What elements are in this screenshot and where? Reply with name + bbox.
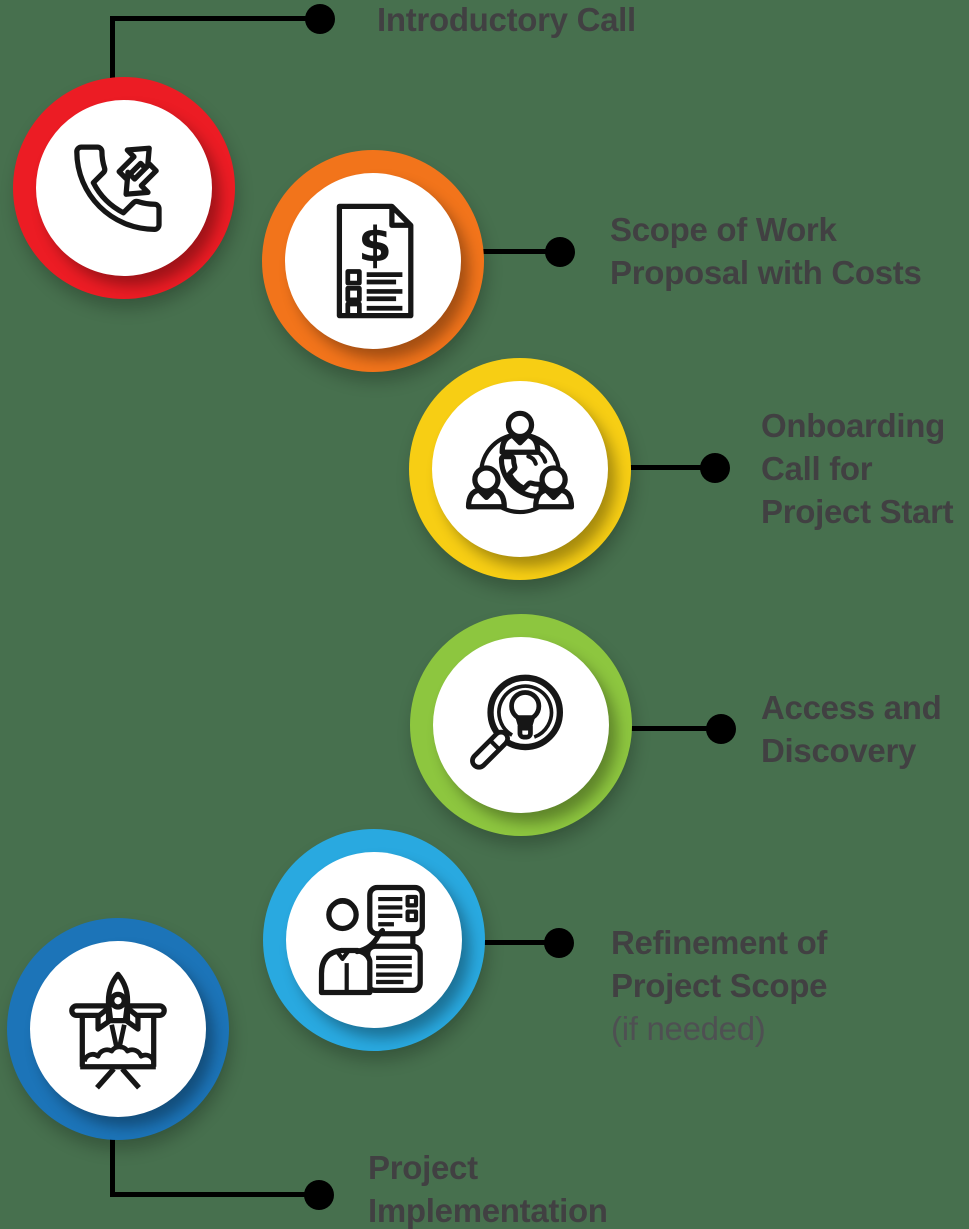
connector-line	[624, 465, 704, 470]
step-1-label: Introductory Call	[377, 0, 636, 41]
connector-line	[625, 726, 710, 731]
connector-line	[110, 1132, 115, 1197]
connector-dot	[304, 1180, 334, 1210]
step-4-label: Access and Discovery	[761, 686, 942, 772]
step-label-line: Scope of Work	[610, 211, 837, 248]
presentation-review-icon	[318, 884, 425, 996]
conference-call-icon	[465, 410, 575, 515]
step-label-line: Project Start	[761, 493, 954, 530]
connector-dot	[700, 453, 730, 483]
step-label-line: Call for	[761, 450, 873, 487]
step-5-label: Refinement of Project Scope (if needed)	[611, 921, 827, 1050]
step-label-line: Proposal with Costs	[610, 254, 922, 291]
step-label-line: Refinement of	[611, 924, 828, 961]
step-label-line: Project Scope	[611, 967, 828, 1004]
invoice-dollar-icon: $	[336, 203, 414, 319]
step-label-line: Introductory Call	[377, 1, 636, 38]
step-4-circle	[410, 614, 632, 836]
connector-line	[110, 1192, 309, 1197]
svg-text:$: $	[358, 217, 392, 273]
step-label-line: Project	[368, 1149, 478, 1186]
connector-line	[478, 940, 548, 945]
connector-dot	[544, 928, 574, 958]
step-2-icon-disc: $	[285, 173, 461, 349]
step-2-label: Scope of Work Proposal with Costs	[610, 208, 922, 294]
step-5-icon-disc	[286, 852, 462, 1028]
step-label-line: Implementation	[368, 1192, 608, 1229]
step-1-circle	[13, 77, 235, 299]
connector-dot	[706, 714, 736, 744]
step-label-line: Access and	[761, 689, 942, 726]
connector-line	[110, 16, 308, 21]
connector-dot	[305, 4, 335, 34]
connector-line	[478, 249, 550, 254]
connector-dot	[545, 237, 575, 267]
connector-line	[110, 16, 115, 82]
step-6-icon-disc	[30, 941, 206, 1117]
step-1-icon-disc	[36, 100, 212, 276]
step-3-icon-disc	[432, 381, 608, 557]
step-label-note: (if needed)	[611, 1010, 766, 1047]
step-3-label: Onboarding Call for Project Start	[761, 404, 954, 533]
step-6-circle	[7, 918, 229, 1140]
step-label-line: Discovery	[761, 732, 917, 769]
step-4-icon-disc	[433, 637, 609, 813]
step-5-circle	[263, 829, 485, 1051]
magnifier-lightbulb-icon	[470, 674, 563, 770]
phone-call-icon	[74, 144, 162, 232]
step-3-circle	[409, 358, 631, 580]
step-2-circle: $	[262, 150, 484, 372]
step-6-label: Project Implementation	[368, 1146, 608, 1229]
rocket-launch-icon	[69, 971, 167, 1090]
step-label-line: Onboarding	[761, 407, 945, 444]
